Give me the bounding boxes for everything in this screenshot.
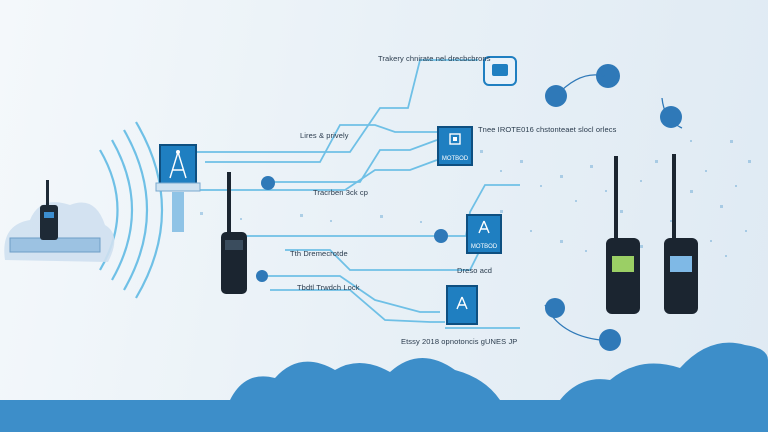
bottom-cloud-band (0, 342, 768, 432)
signal-waves-icon (99, 121, 164, 299)
label-tracker: Tracrben 3ck cp (313, 188, 368, 197)
radio-tower-icon (155, 144, 201, 232)
panel-center-mid: MOTBOD (466, 214, 502, 254)
label-dremo-card: Dreso acd (457, 266, 493, 275)
label-tracks-load: Tbdtl Trwdch Lock (297, 283, 360, 292)
label-lines-privacy: Lires & prively (300, 131, 349, 140)
radio-tower-icon (478, 220, 490, 234)
panel-label: MOTBOD (470, 244, 498, 250)
radio-tower-icon (456, 296, 468, 310)
panel-bottom (446, 285, 478, 325)
handheld-radio-center (221, 172, 247, 294)
panel-top-right (483, 56, 517, 86)
panel-label: MOTBOD (441, 156, 469, 162)
panel-center-top: MOTBOD (437, 126, 473, 166)
label-mid-right: Tnee IROTE016 chstonteaet slocl orlecs (478, 125, 617, 134)
handheld-radio-right-2 (664, 154, 698, 314)
connector-lines (195, 59, 520, 329)
device-chip-icon (449, 133, 461, 145)
handheld-radio-right-1 (606, 156, 640, 314)
base-station-cloud (4, 180, 115, 262)
label-top: Trakery chnirate nel drecbcbrons (378, 54, 491, 63)
bubble-arcs (544, 74, 683, 341)
data-stream-dots (200, 140, 751, 257)
label-bottom: Etssy 2018 opnotoncis gUNES JP (401, 337, 518, 346)
label-dremecrot: Tth Dremecrotde (290, 249, 348, 258)
